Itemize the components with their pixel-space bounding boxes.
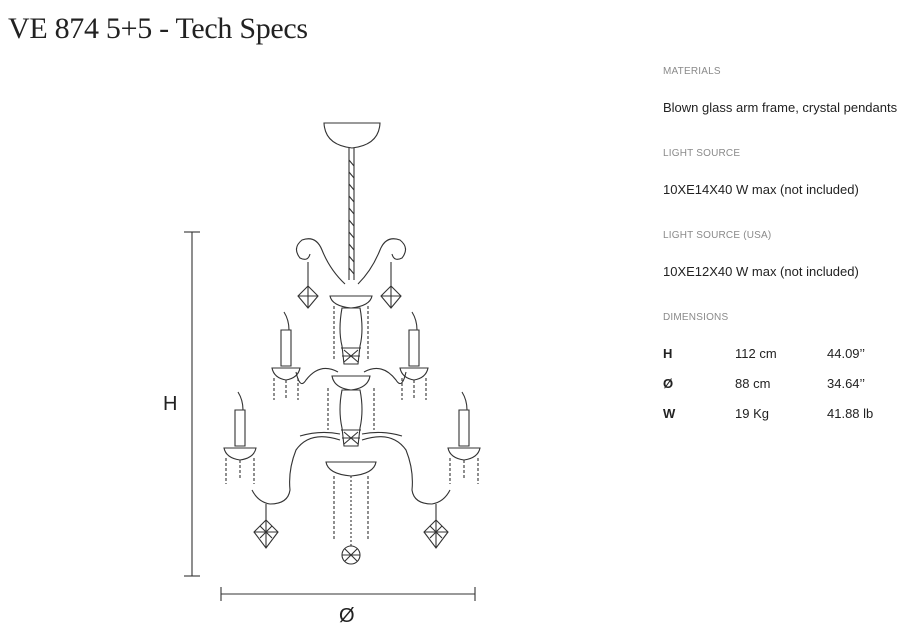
ceiling-canopy <box>323 122 381 149</box>
dimension-metric: 88 cm <box>735 375 771 391</box>
page-title: VE 874 5+5 - Tech Specs <box>8 12 308 45</box>
bottom-ball <box>341 545 361 565</box>
materials-value: Blown glass arm frame, crystal pendants <box>663 100 898 115</box>
upper-arm-right <box>357 238 407 285</box>
dimensions-label: DIMENSIONS <box>663 312 729 323</box>
lower-arm-left <box>251 436 341 505</box>
height-dimension-line <box>184 231 200 577</box>
light-source-section: LIGHT SOURCE 10XE14X40 W max (not includ… <box>663 148 898 230</box>
candle-upper-left <box>271 311 301 400</box>
light-source-usa-value: 10XE12X40 W max (not included) <box>663 264 859 279</box>
chain <box>348 148 355 280</box>
diameter-label: Ø <box>339 605 355 627</box>
candle-lower-right <box>447 391 481 484</box>
light-source-label: LIGHT SOURCE <box>663 148 741 159</box>
candle-upper-right <box>399 311 429 400</box>
diameter-dimension-line <box>220 587 476 601</box>
light-source-usa-label: LIGHT SOURCE (USA) <box>663 230 772 241</box>
dimension-key: H <box>663 345 673 361</box>
height-label: H <box>163 393 177 415</box>
upper-stem <box>339 307 363 365</box>
materials-label: MATERIALS <box>663 66 721 77</box>
upper-cup <box>329 295 373 309</box>
dimension-key: W <box>663 405 676 421</box>
upper-pendant-right <box>380 262 402 309</box>
candle-lower-left <box>223 391 257 484</box>
lower-stem <box>339 389 363 447</box>
bottom-bowl <box>325 461 377 477</box>
lower-pendant-right <box>423 504 449 549</box>
upper-pendant-left <box>297 262 319 309</box>
middle-arm-right <box>363 367 407 385</box>
dimension-row-weight: W 19 Kg 41.88 lb <box>663 398 898 428</box>
dimension-row-diameter: Ø 88 cm 34.64’’ <box>663 368 898 398</box>
dimensions-section: DIMENSIONS H 112 cm 44.09’’ Ø 88 cm 34.6… <box>663 312 898 428</box>
dimension-metric: 19 Kg <box>735 405 769 421</box>
upper-arm-left <box>295 238 346 285</box>
dimension-metric: 112 cm <box>735 345 777 361</box>
light-source-usa-section: LIGHT SOURCE (USA) 10XE12X40 W max (not … <box>663 230 898 312</box>
dimension-imperial: 34.64’’ <box>827 375 866 391</box>
spec-panel: MATERIALS Blown glass arm frame, crystal… <box>663 66 898 428</box>
middle-cup <box>331 375 371 391</box>
dimension-imperial: 41.88 lb <box>827 405 874 421</box>
light-source-value: 10XE14X40 W max (not included) <box>663 182 859 197</box>
dimension-key: Ø <box>663 375 674 391</box>
dimension-imperial: 44.09’’ <box>827 345 866 361</box>
dimension-row-height: H 112 cm 44.09’’ <box>663 338 898 368</box>
materials-section: MATERIALS Blown glass arm frame, crystal… <box>663 66 898 148</box>
chandelier-drawing: H Ø <box>163 122 481 627</box>
dimensions-table: H 112 cm 44.09’’ Ø 88 cm 34.64’’ W 19 Kg… <box>663 338 898 428</box>
lower-arm-right <box>361 436 451 505</box>
lower-pendant-left <box>253 504 279 549</box>
